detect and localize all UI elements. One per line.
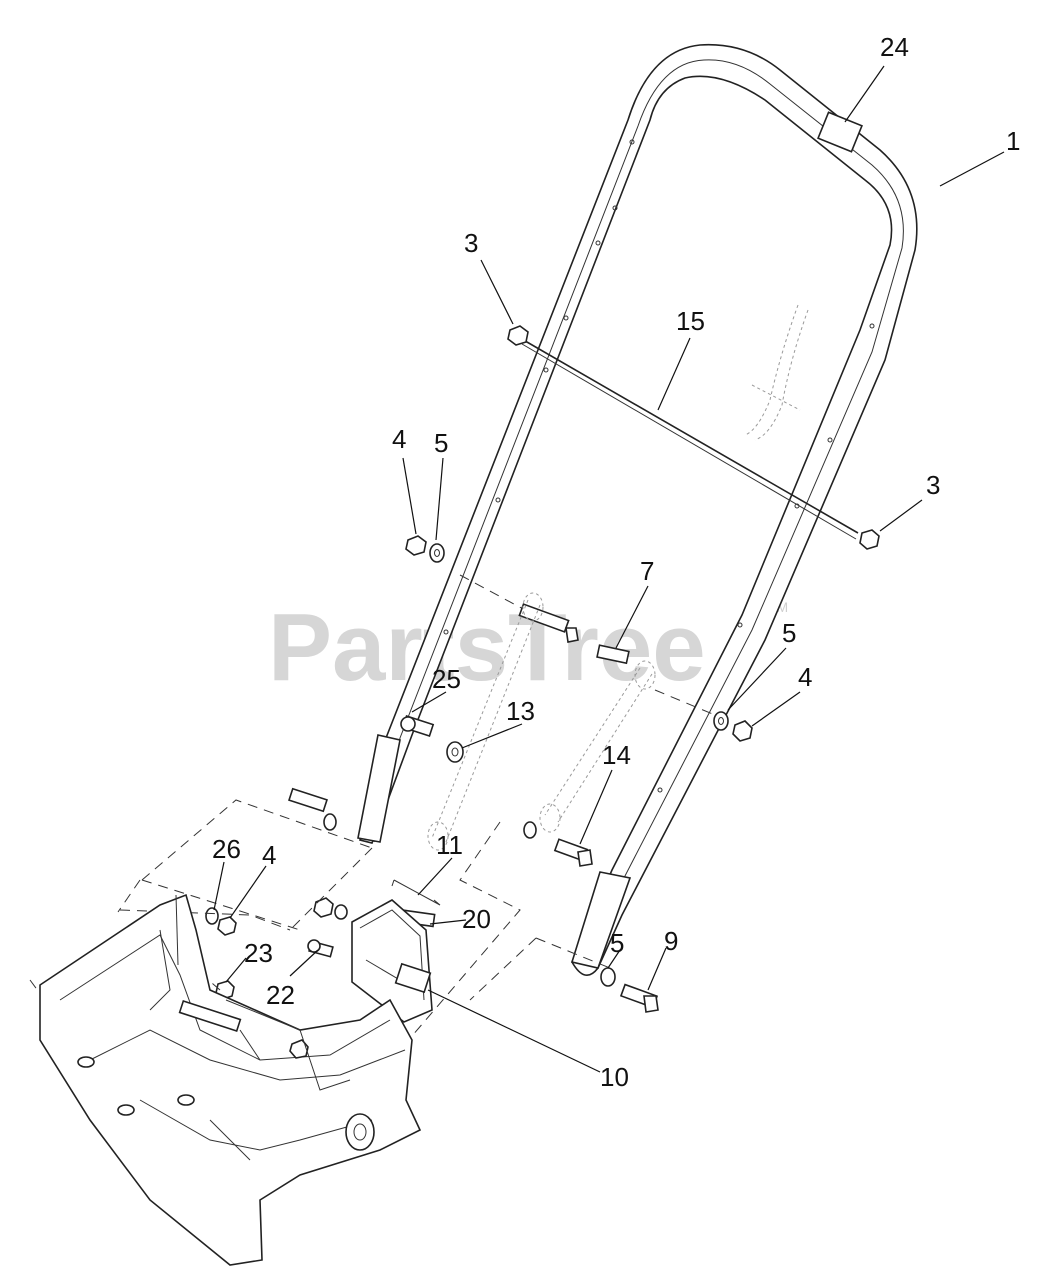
leader-lines <box>213 65 1005 1073</box>
callout-14: 14 <box>602 740 631 770</box>
bolt-upper-left <box>518 603 579 643</box>
callout-23: 23 <box>244 938 273 968</box>
ghost-link-14 <box>539 660 656 833</box>
callout-5-left: 5 <box>434 428 448 458</box>
mower-deck <box>39 893 422 1266</box>
spring-11 <box>391 879 441 906</box>
bolt-22 <box>307 939 334 958</box>
callout-4-lower: 4 <box>262 840 276 870</box>
callout-10: 10 <box>600 1062 629 1092</box>
washer-13 <box>446 741 464 763</box>
callouts: 1 24 3 15 3 4 5 7 5 4 25 13 14 11 20 26 … <box>212 32 1020 1092</box>
washer-26 <box>205 907 219 925</box>
watermark-text: PartsTree <box>268 594 706 701</box>
bolt-14 <box>553 838 593 867</box>
ghost-cable <box>744 304 809 441</box>
nut-3-lower <box>859 529 880 550</box>
bolt-left-base <box>288 787 337 831</box>
bolt-7 <box>596 644 630 665</box>
callout-15: 15 <box>676 306 705 336</box>
decal-24 <box>817 111 863 153</box>
callout-4-left: 4 <box>392 424 406 454</box>
callout-3-upper: 3 <box>464 228 478 258</box>
callout-22: 22 <box>266 980 295 1010</box>
callout-3-lower: 3 <box>926 470 940 500</box>
washer-5-left <box>429 543 445 563</box>
washer-14 <box>523 821 537 839</box>
callout-7: 7 <box>640 556 654 586</box>
callout-5-right: 5 <box>782 618 796 648</box>
callout-24: 24 <box>880 32 909 62</box>
callout-4-right: 4 <box>798 662 812 692</box>
bolt-25 <box>400 714 435 738</box>
washer-5-bottom <box>600 967 616 987</box>
callout-20: 20 <box>462 904 491 934</box>
callout-9: 9 <box>664 926 678 956</box>
nut-4-lower <box>217 916 237 936</box>
washer-5-right <box>713 711 729 731</box>
callout-13: 13 <box>506 696 535 726</box>
ghost-link-13 <box>427 592 544 851</box>
callout-26: 26 <box>212 834 241 864</box>
callout-5-bottom: 5 <box>610 928 624 958</box>
nut-3-upper <box>507 325 529 346</box>
assembly-line-left <box>459 574 526 611</box>
bracket-10 <box>351 899 433 1023</box>
nut-4-right <box>732 720 753 742</box>
callout-11: 11 <box>436 830 463 860</box>
callout-1: 1 <box>1006 126 1020 156</box>
assembly-line-right <box>654 689 716 716</box>
cross-rod <box>519 337 859 540</box>
nut-small-22 <box>313 897 348 920</box>
nut-4-left <box>405 535 427 556</box>
callout-25: 25 <box>432 664 461 694</box>
bolt-9 <box>619 983 659 1013</box>
